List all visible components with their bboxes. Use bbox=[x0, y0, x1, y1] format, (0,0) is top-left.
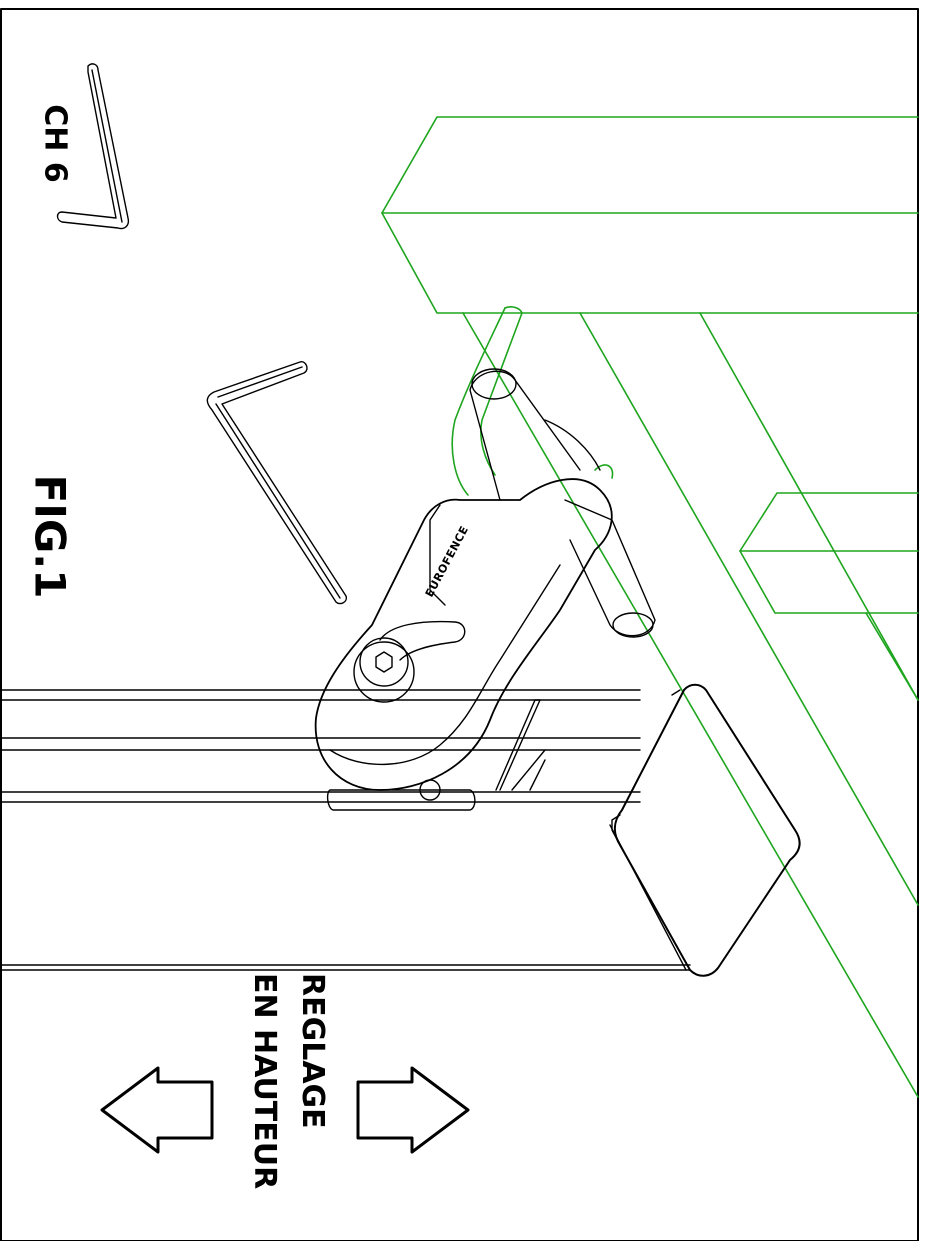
direction-label-line1: REGLAGE bbox=[295, 973, 330, 1129]
post-and-clamp bbox=[0, 368, 801, 977]
up-arrow-icon bbox=[356, 1066, 470, 1154]
green-panel bbox=[381, 116, 919, 1098]
frame-border bbox=[0, 8, 919, 1241]
figure-title: FIG.1 bbox=[25, 474, 75, 599]
hex-key-small-icon bbox=[56, 63, 130, 230]
tool-size-label: CH 6 bbox=[37, 104, 73, 183]
direction-label-line2: EN HAUTEUR bbox=[247, 973, 282, 1190]
hex-key-large-icon bbox=[206, 361, 348, 605]
down-arrow-icon bbox=[100, 1066, 214, 1154]
